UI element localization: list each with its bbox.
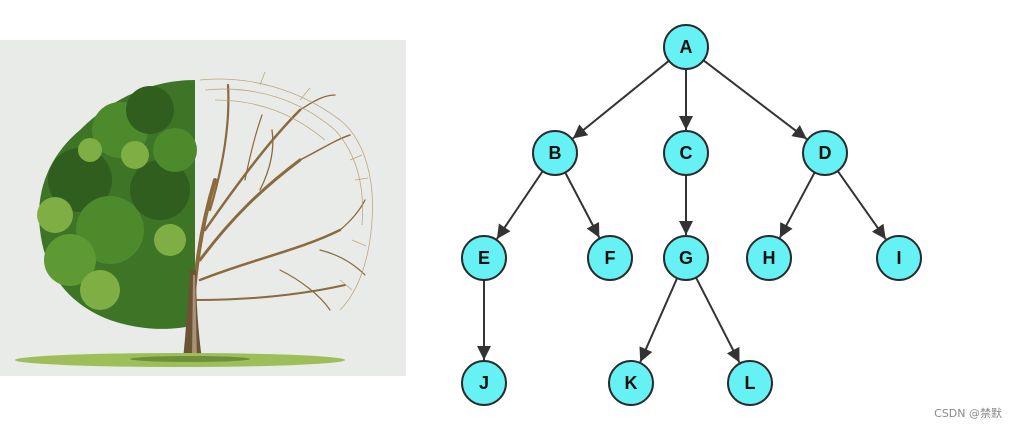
edge-B-F <box>564 172 601 239</box>
node-H: H <box>746 235 792 281</box>
node-label-I: I <box>896 248 901 268</box>
node-circle-G <box>663 235 709 281</box>
edges <box>477 59 887 363</box>
node-K: K <box>608 360 654 406</box>
node-circle-J <box>461 360 507 406</box>
node-label-G: G <box>679 248 693 268</box>
grass-shadow <box>130 356 250 362</box>
node-A: A <box>663 24 709 70</box>
node-E: E <box>461 235 507 281</box>
node-circle-H <box>746 235 792 281</box>
node-circle-K <box>608 360 654 406</box>
node-circle-F <box>587 235 633 281</box>
node-circle-B <box>532 130 578 176</box>
tree-illustration <box>0 40 406 376</box>
trunk-highlight <box>192 275 197 360</box>
edge-D-H <box>778 171 816 239</box>
node-label-B: B <box>549 143 562 163</box>
node-circle-A <box>663 24 709 70</box>
node-label-L: L <box>745 373 756 393</box>
tree-trunk <box>183 270 202 360</box>
node-circle-I <box>876 235 922 281</box>
node-circle-D <box>802 130 848 176</box>
node-L: L <box>727 360 773 406</box>
node-label-H: H <box>763 248 776 268</box>
node-G: G <box>663 235 709 281</box>
node-label-F: F <box>605 248 616 268</box>
edge-B-E <box>496 170 544 240</box>
node-label-C: C <box>680 143 693 163</box>
node-F: F <box>587 235 633 281</box>
twig-fringe <box>199 71 373 311</box>
edge-A-B <box>572 60 670 140</box>
node-label-K: K <box>625 373 638 393</box>
node-D: D <box>802 130 848 176</box>
node-circle-L <box>727 360 773 406</box>
node-label-E: E <box>478 248 490 268</box>
tree-structure-diagram: A B C D E F G H I J K L <box>461 24 922 406</box>
edge-G-K <box>639 277 679 363</box>
edge-G-L <box>695 277 741 363</box>
node-C: C <box>663 130 709 176</box>
node-circle-C <box>663 130 709 176</box>
node-B: B <box>532 130 578 176</box>
node-label-A: A <box>680 37 693 57</box>
edge-A-D <box>702 59 808 140</box>
node-I: I <box>876 235 922 281</box>
watermark: CSDN @禁默 <box>934 407 1002 420</box>
node-label-D: D <box>819 143 832 163</box>
foliage <box>37 80 197 329</box>
node-label-J: J <box>479 373 489 393</box>
nodes: A B C D E F G H I J K L <box>461 24 922 406</box>
node-circle-E <box>461 235 507 281</box>
edge-D-I <box>836 170 887 240</box>
node-J: J <box>461 360 507 406</box>
